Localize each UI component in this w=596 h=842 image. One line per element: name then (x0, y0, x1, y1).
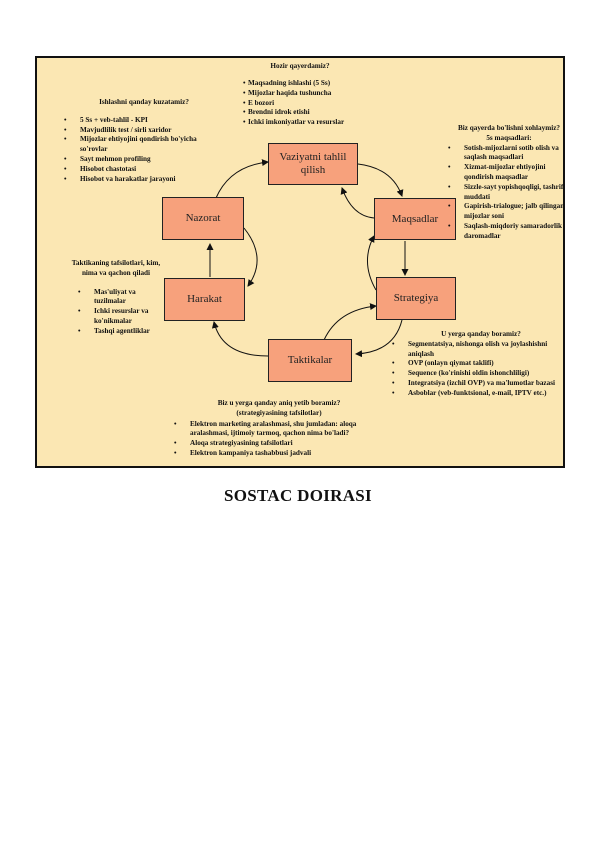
strategy-item: Asboblar (veb-funktsional, e-mail, IPTV … (392, 389, 570, 399)
tactics-note-heading: Biz u yerga qanday aniq yetib boramiz? (217, 399, 341, 407)
arrow-situation-to-objectives (357, 163, 404, 197)
arrow-objectives-to-situation (340, 187, 375, 219)
box-action-label: Harakat (187, 293, 222, 305)
situation-item: E bozori (243, 99, 393, 109)
objectives-note: Biz qayerda bo'lishni xohlaymiz? 5s maqs… (448, 124, 570, 242)
control-item: Sayt mehmon profiling (64, 155, 224, 165)
objectives-item: Gapirish-trialogue; jalb qilingan mijozl… (448, 202, 570, 222)
strategy-item: Segmentatsiya, nishonga olish va joylash… (392, 340, 570, 360)
control-item: Mijozlar ehtiyojini qondirish bo'yicha s… (64, 135, 224, 155)
situation-item: Mijozlar haqida tushuncha (243, 89, 393, 99)
situation-item: Brendni idrok etishi (243, 108, 393, 118)
objectives-item: Xizmat-mijozlar ehtiyojini qondirish maq… (448, 163, 570, 183)
situation-item: Ichki imkoniyatlar va resurslar (243, 118, 393, 128)
situation-note: Maqsadning ishlashi (5 Ss) Mijozlar haqi… (243, 79, 393, 128)
box-tactics: Taktikalar (268, 339, 352, 382)
box-objectives: Maqsadlar (374, 198, 456, 240)
box-strategy-label: Strategiya (393, 292, 439, 304)
objectives-item: Saqlash-miqdoriy samaradorlik daromadlar (448, 222, 570, 242)
tactics-item: Elektron kampaniya tashabbusi jadvali (174, 449, 384, 459)
box-action: Harakat (164, 278, 245, 321)
box-control: Nazorat (162, 197, 244, 240)
box-objectives-label: Maqsadlar (391, 212, 439, 225)
arrow-control-to-situation (215, 159, 269, 199)
box-situation-label: Vaziyatni tahlil qilish (279, 151, 347, 176)
situation-item: Maqsadning ishlashi (5 Ss) (243, 79, 393, 89)
control-item: Mavjudlilik test / sirli xaridor (64, 126, 224, 136)
action-item: Ichki resurslar va ko'nikmalar (78, 307, 168, 327)
strategy-note-heading: U yerga qanday boramiz? (441, 330, 521, 338)
control-note: Ishlashni qanday kuzatamiz? 5 Ss + veb-t… (64, 98, 224, 184)
box-situation-analysis: Vaziyatni tahlil qilish (268, 143, 358, 185)
action-note-heading: Taktikaning tafsilotlari, kim, nima va q… (71, 259, 161, 277)
strategy-note: U yerga qanday boramiz? Segmentatsiya, n… (392, 330, 570, 399)
arrow-strategy-to-objectives (367, 235, 377, 291)
arrow-tactics-to-action (211, 321, 269, 357)
strategy-item: Integratsiya (izchil OVP) va ma'lumotlar… (392, 379, 570, 389)
tactics-note-subheading: (strategiyasining tafsilotlar) (236, 408, 322, 417)
arrow-strategy-to-tactics (355, 319, 403, 358)
box-tactics-label: Taktikalar (287, 354, 333, 366)
strategy-item: OVP (onlayn qiymat taklifi) (392, 359, 570, 369)
objectives-note-subheading: 5s maqsadlari: (486, 133, 532, 142)
control-item: 5 Ss + veb-tahlil - KPI (64, 116, 224, 126)
objectives-item: Sotish-mijozlarni sotib olish va saqlash… (448, 144, 570, 164)
objectives-note-heading: Biz qayerda bo'lishni xohlaymiz? (457, 124, 561, 132)
tactics-item: Aloqa strategiyasining tafsilotlari (174, 439, 384, 449)
box-control-label: Nazorat (185, 212, 221, 224)
header-question-text: Hozir qayerdamiz? (270, 62, 330, 70)
action-item: Tashqi agentliklar (78, 327, 168, 337)
box-strategy: Strategiya (376, 277, 456, 320)
objectives-item: Sizzle-sayt yopishqoqligi, tashrif mudda… (448, 183, 570, 203)
arrow-control-to-action (243, 227, 258, 287)
arrow-tactics-to-strategy (323, 303, 377, 341)
header-question: Hozir qayerdamiz? (35, 62, 565, 72)
strategy-item: Sequence (ko'rinishi oldin ishonchliligi… (392, 369, 570, 379)
page-title: SOSTAC DOIRASI (224, 486, 372, 505)
control-item: Hisobot va harakatlar jarayoni (64, 175, 224, 185)
control-item: Hisobot chastotasi (64, 165, 224, 175)
action-item: Mas'uliyat va tuzilmalar (78, 288, 168, 308)
action-note: Taktikaning tafsilotlari, kim, nima va q… (64, 259, 168, 337)
tactics-item: Elektron marketing aralashmasi, shu juml… (174, 420, 384, 440)
control-note-heading: Ishlashni qanday kuzatamiz? (99, 98, 189, 106)
tactics-note: Biz u yerga qanday aniq yetib boramiz? (… (174, 399, 384, 459)
